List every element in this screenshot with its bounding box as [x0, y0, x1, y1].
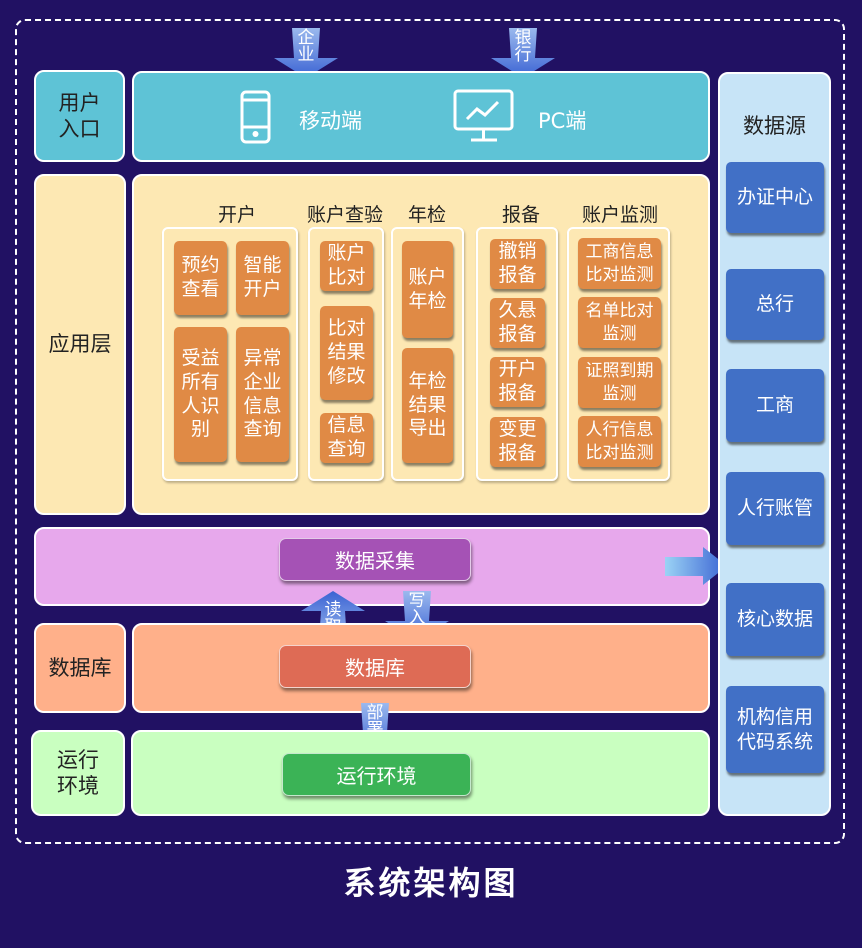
function-pboc-info-compare-monitor[interactable]: 人行信息 比对监测	[578, 416, 661, 467]
mobile-phone-icon	[240, 90, 271, 144]
data-source-core-data[interactable]: 核心数据	[726, 583, 824, 656]
enterprise-arrow-label: 企 业	[297, 28, 315, 65]
pc-monitor-icon	[453, 89, 514, 142]
data-source-certificate-center[interactable]: 办证中心	[726, 162, 824, 233]
function-open-account-filing[interactable]: 开户 报备	[490, 357, 545, 407]
database-layer-label-box: 数据库	[34, 623, 126, 713]
function-business-info-compare-monitor[interactable]: 工商信息 比对监测	[578, 238, 661, 289]
function-beneficial-owner-identification[interactable]: 受益 所有 人识 别	[174, 327, 227, 462]
runtime-layer-label-box: 运行 环境	[31, 730, 125, 816]
data-source-credit-code-system[interactable]: 机构信用 代码系统	[726, 686, 824, 773]
data-collection-box[interactable]: 数据采集	[279, 538, 471, 581]
data-source-head-office[interactable]: 总行	[726, 269, 824, 340]
module-title-filing: 报备	[501, 204, 540, 226]
runtime-panel	[131, 730, 710, 816]
function-appointment-view[interactable]: 预约 查看	[174, 241, 227, 315]
data-source-business-registry[interactable]: 工商	[726, 369, 824, 442]
entry-panel: 移动端 PC端	[132, 71, 710, 162]
database-box[interactable]: 数据库	[279, 645, 471, 688]
function-account-compare[interactable]: 账户 比对	[320, 241, 373, 291]
function-info-query[interactable]: 信息 查询	[320, 413, 373, 463]
function-annual-result-export[interactable]: 年检 结果 导出	[402, 348, 453, 463]
module-title-monitoring: 账户监测	[581, 204, 658, 226]
function-change-filing[interactable]: 变更 报备	[490, 417, 545, 467]
write-label: 写 入	[408, 591, 426, 628]
bank-arrow-icon	[491, 28, 555, 78]
enterprise-arrow-icon	[274, 28, 338, 78]
bank-arrow-label: 银 行	[514, 28, 532, 65]
module-title-annual-check: 年检	[407, 204, 446, 226]
function-compare-result-edit[interactable]: 比对 结果 修改	[320, 306, 373, 400]
function-license-expiry-monitor[interactable]: 证照到期 监测	[578, 357, 661, 408]
runtime-layer-label: 运行 环境	[57, 747, 99, 798]
pc-entry-label: PC端	[538, 109, 587, 133]
function-cancel-filing[interactable]: 撤销 报备	[490, 239, 545, 289]
module-title-account-check: 账户查验	[306, 204, 383, 226]
read-arrow-icon	[301, 591, 365, 641]
application-layer-label-box: 应用层	[34, 174, 126, 515]
right-arrow-icon	[665, 547, 727, 585]
data-source-title: 数据源	[743, 114, 806, 138]
mobile-entry-label: 移动端	[299, 109, 362, 133]
function-smart-open-account[interactable]: 智能 开户	[236, 241, 289, 315]
function-abnormal-enterprise-query[interactable]: 异常 企业 信息 查询	[236, 327, 289, 462]
runtime-box[interactable]: 运行环境	[282, 753, 471, 796]
application-layer-label: 应用层	[48, 332, 112, 357]
function-account-annual-check[interactable]: 账户 年检	[402, 241, 453, 338]
architecture-frame	[15, 19, 845, 844]
function-dormant-filing[interactable]: 久悬 报备	[490, 298, 545, 348]
diagram-title: 系统架构图	[343, 864, 519, 902]
function-list-compare-monitor[interactable]: 名单比对 监测	[578, 297, 661, 348]
data-source-pboc-account-management[interactable]: 人行账管	[726, 472, 824, 545]
entry-layer-label-box: 用户 入口	[34, 70, 125, 162]
entry-layer-label: 用户 入口	[58, 90, 101, 141]
database-layer-label: 数据库	[48, 655, 112, 680]
module-title-open-account: 开户	[217, 204, 256, 226]
